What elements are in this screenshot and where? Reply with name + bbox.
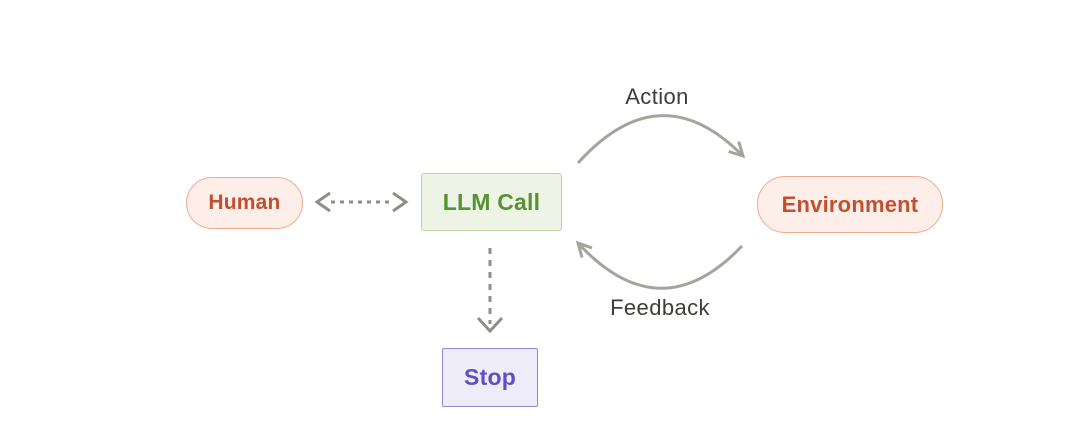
action-edge-label: Action: [625, 84, 689, 109]
node-human-label: Human: [208, 191, 281, 214]
feedback-edge-label: Feedback: [610, 295, 710, 320]
human-llm-bidirectional-arrow: [314, 191, 409, 213]
node-human: Human: [186, 177, 303, 229]
node-stop-label: Stop: [464, 364, 516, 390]
llm-stop-arrow: [476, 248, 504, 334]
node-environment-label: Environment: [781, 191, 919, 217]
node-llm-call: LLM Call: [421, 173, 562, 231]
action-arc-arrow: [576, 114, 746, 165]
node-environment: Environment: [757, 176, 943, 233]
feedback-arc-arrow: [575, 240, 744, 290]
node-llm-call-label: LLM Call: [442, 188, 541, 215]
node-stop: Stop: [442, 348, 538, 407]
